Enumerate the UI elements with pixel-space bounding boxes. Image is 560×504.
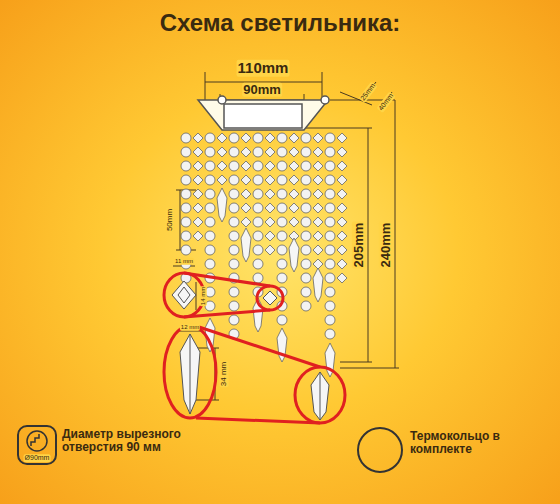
dimension-label: 205mm: [352, 222, 366, 269]
dimension-label: 110mm: [237, 60, 290, 77]
dimension-label: 40mm: [376, 91, 395, 113]
title: Схема светильника:: [160, 10, 401, 36]
dimension-label: 90mm: [242, 83, 282, 97]
dimension-label: 50mm: [166, 208, 175, 232]
dimension-lines: [173, 72, 399, 400]
note-text: Термокольцо в комплекте: [410, 430, 530, 456]
fixture-body: [198, 96, 329, 130]
dimension-label: Ø90mm: [24, 454, 51, 462]
cutout-icon: [18, 426, 56, 464]
dimension-label: 240mm: [379, 222, 393, 269]
highlight-ellipses: [164, 273, 345, 423]
note-text: Диаметр вырезного отверстия 90 мм: [62, 428, 192, 454]
detail-crystals: [172, 281, 329, 420]
dimension-label: 34 mm: [220, 361, 229, 387]
dimension-label: 12 mm: [180, 324, 200, 331]
thermo-ring: [358, 428, 402, 472]
dimension-label: 11 mm: [174, 258, 194, 265]
dimension-label: 14 mm: [200, 286, 207, 306]
crystal-chains: [181, 133, 347, 377]
